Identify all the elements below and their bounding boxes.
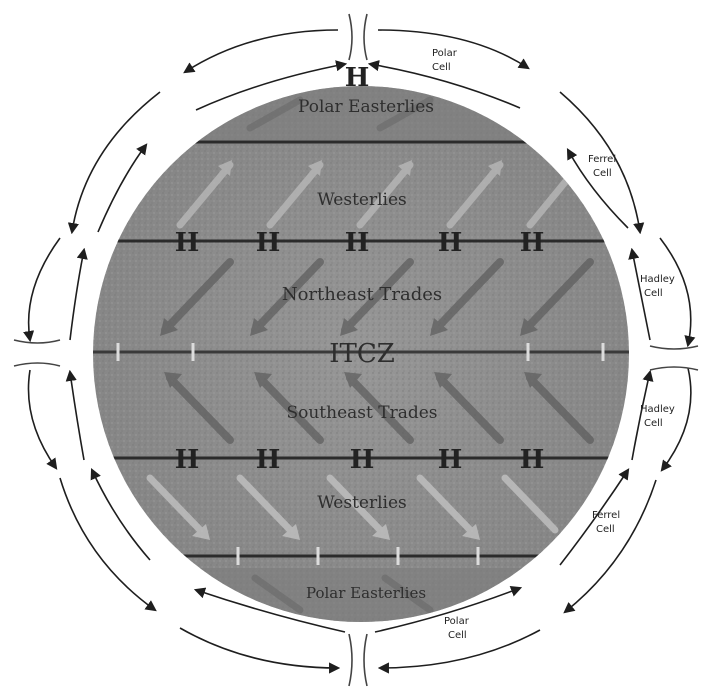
high-pressure-icon: H [345,63,370,93]
hadley-cell-north-left-outer [29,238,60,340]
high-pressure-icon: H [438,445,463,475]
hadley-cell-south-right-outer [662,368,691,470]
hadley-cell-south-left-inner [70,372,84,460]
ferrel-cell-south-label: Ferrel Cell [592,510,623,535]
hadley-cell-south-label: Hadley Cell [640,404,678,429]
itcz-label: ITCZ [329,339,395,369]
high-pressure-icon: H [345,228,370,258]
hadley-cell-south-left-outer [28,370,56,468]
hadley-cell-north-label: Hadley Cell [640,274,678,299]
polar-cell-south-label: Polar Cell [444,616,472,641]
polar-cell-south-left-outer [180,628,338,668]
polar-easterlies-south-label: Polar Easterlies [306,584,426,602]
polar-cell-north-label: Polar Cell [432,48,460,73]
high-pressure-icon: H [256,228,281,258]
high-pressure-icon: H [438,228,463,258]
high-pressure-icon: H [175,445,200,475]
hadley-cell-north-right-outer [660,238,691,345]
high-pressure-icon: H [175,228,200,258]
polar-easterlies-north-label: Polar Easterlies [298,97,434,117]
high-pressure-icon: H [520,228,545,258]
ferrel-cell-north-label: Ferrel Cell [588,154,619,179]
northeast-trades-label: Northeast Trades [282,284,442,305]
southeast-trades-label: Southeast Trades [286,403,437,423]
high-pressure-icon: H [350,445,375,475]
polar-cell-north-left-outer [185,30,338,72]
hadley-cell-south-right-inner [632,372,650,460]
high-pressure-icon: H [256,445,281,475]
westerlies-south-label: Westerlies [317,493,407,513]
high-pressure-icon: H [520,445,545,475]
hadley-cell-north-left-inner [70,250,84,340]
westerlies-north-label: Westerlies [317,190,407,210]
